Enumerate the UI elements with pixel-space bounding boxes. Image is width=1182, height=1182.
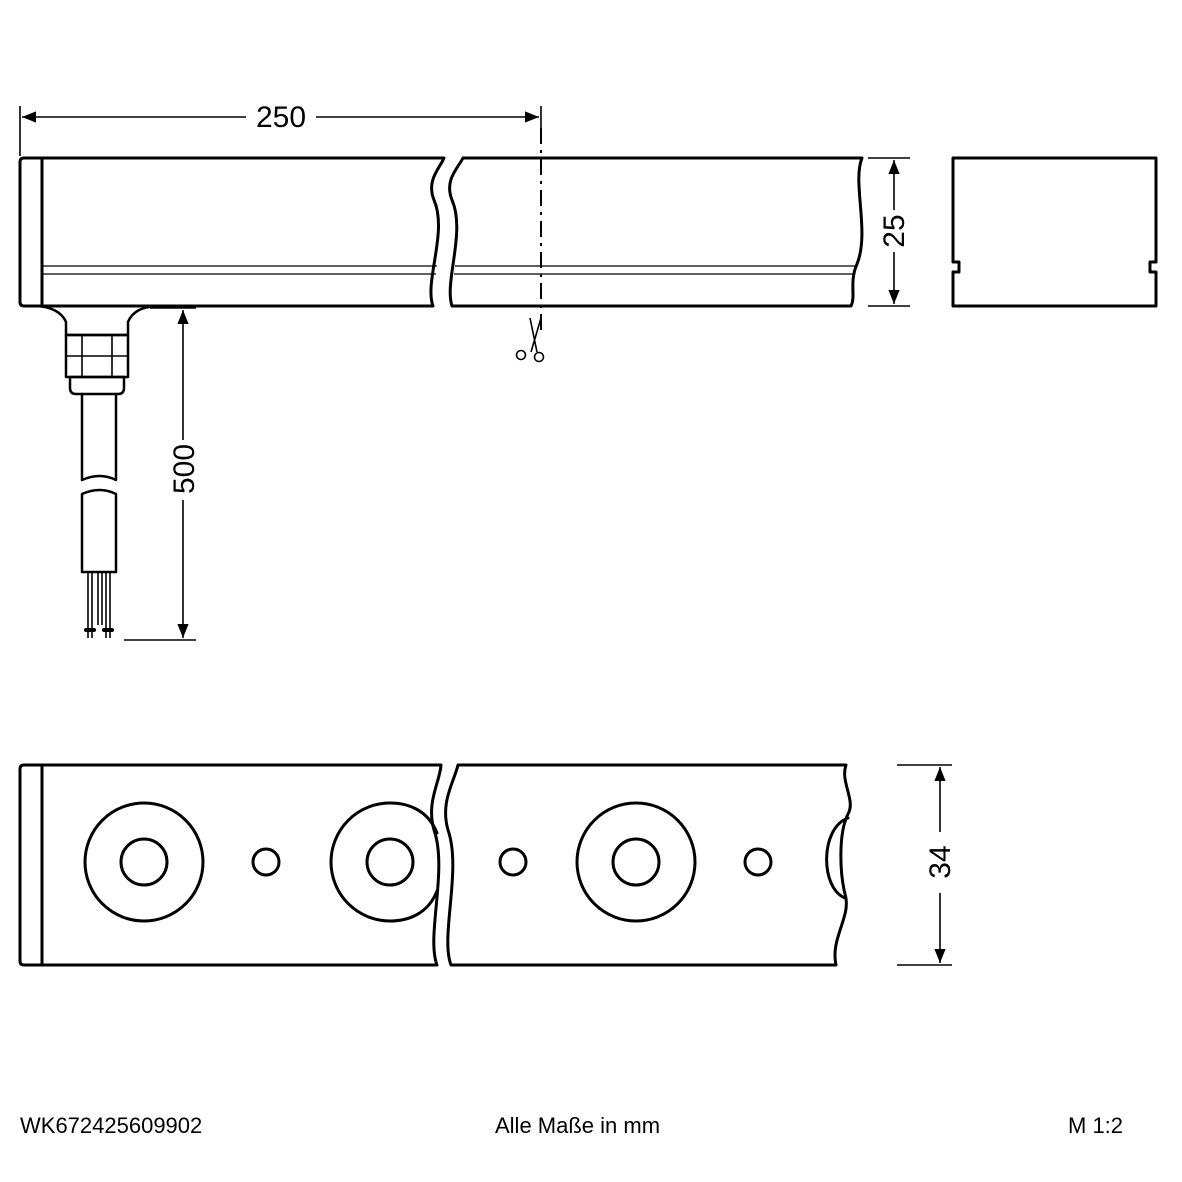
scale-label: M 1:2 (1068, 1113, 1124, 1138)
dimension-length-label: 250 (256, 101, 306, 134)
top-view: 34 (18, 763, 957, 967)
dimension-height-label: 25 (878, 214, 911, 247)
screw-hole (743, 847, 773, 877)
scissors-icon (515, 317, 545, 363)
profile-side-right-segment (448, 156, 864, 308)
dimension-width-label: 34 (924, 845, 957, 878)
led-partial (825, 816, 850, 900)
screw-hole (251, 847, 281, 877)
profile-top-left-segment (18, 763, 443, 967)
led-module (83, 801, 205, 923)
cross-section-view (951, 156, 1158, 308)
side-view: 250 25 500 (18, 101, 911, 641)
profile-side-left-segment (18, 156, 446, 308)
units-note: Alle Maße in mm (495, 1113, 661, 1138)
led-module (575, 801, 697, 923)
profile-cross-section (951, 156, 1158, 308)
article-number: WK672425609902 (20, 1113, 203, 1138)
profile-top-right-segment (444, 763, 852, 967)
dimension-length: 250 (19, 101, 542, 156)
dimension-cable-label: 500 (168, 444, 201, 494)
led-module (329, 801, 439, 923)
cable (80, 392, 118, 638)
dimension-width: 34 (897, 764, 957, 966)
dimension-height: 25 (868, 157, 911, 307)
cable-gland (32, 304, 162, 396)
screw-hole (498, 847, 528, 877)
dimension-cable: 500 (124, 307, 201, 641)
